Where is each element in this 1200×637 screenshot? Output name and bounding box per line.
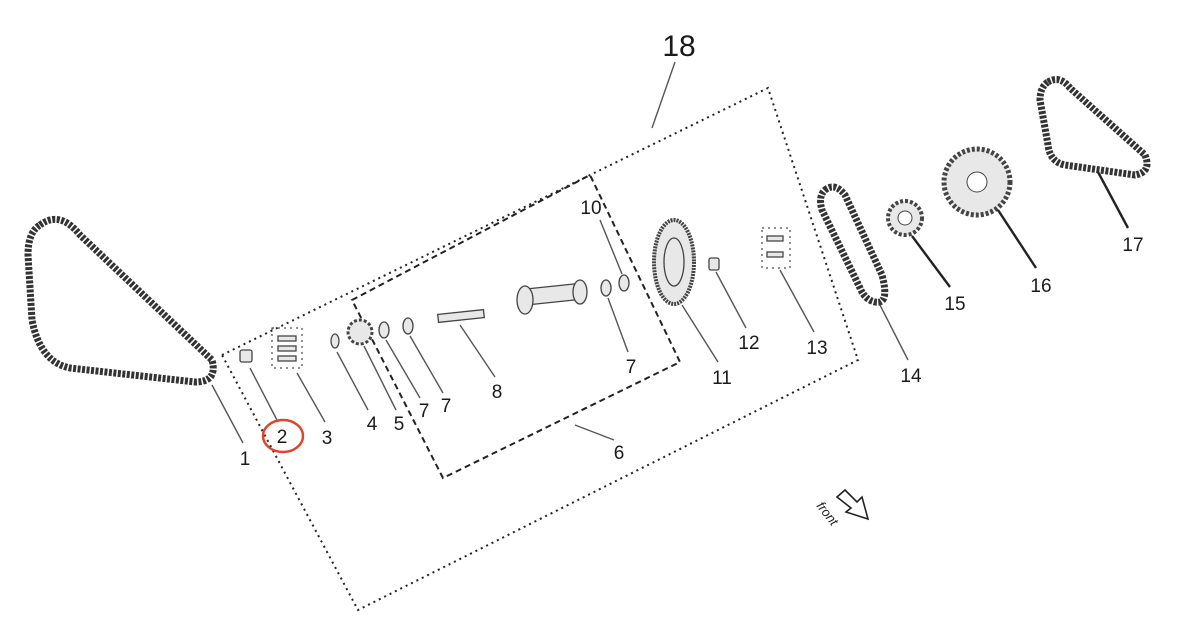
chain-part-17[interactable] <box>1036 76 1151 179</box>
part-label-7c: 7 <box>626 357 637 378</box>
bolt-kit-part-13[interactable] <box>761 227 791 269</box>
axle-part-8[interactable] <box>436 308 486 324</box>
part-label-3: 3 <box>322 428 333 449</box>
bearing-part-7a[interactable] <box>378 321 390 339</box>
bearing-part-4[interactable] <box>330 333 340 349</box>
bearing-part-7b[interactable] <box>402 317 414 335</box>
bearing-part-10[interactable] <box>618 274 630 292</box>
sprocket-part-5[interactable] <box>346 318 374 346</box>
assembly-label-18: 18 <box>662 30 695 63</box>
bearing-part-7c[interactable] <box>600 279 612 297</box>
front-direction-arrow-icon <box>835 488 870 521</box>
highlight-circle <box>261 418 305 454</box>
pulley-part-11[interactable] <box>652 218 696 306</box>
part-label-6: 6 <box>614 443 625 464</box>
assembly-18-boundary <box>220 86 860 612</box>
chain-part-1[interactable] <box>24 215 217 386</box>
part-label-10: 10 <box>580 198 601 219</box>
part-label-4: 4 <box>367 414 378 435</box>
part-label-1: 1 <box>240 449 251 470</box>
part-label-14: 14 <box>900 366 922 387</box>
part-label-11: 11 <box>712 368 732 389</box>
belt-part-14[interactable] <box>817 183 889 306</box>
part-label-16: 16 <box>1030 276 1051 297</box>
hub-part[interactable] <box>516 279 588 315</box>
part-label-8: 8 <box>492 382 503 403</box>
part-label-12: 12 <box>738 333 759 354</box>
sprocket-part-15[interactable] <box>886 199 924 237</box>
part-label-7b: 7 <box>441 396 452 417</box>
part-label-17: 17 <box>1122 235 1143 256</box>
spacer-part-12[interactable] <box>708 257 720 271</box>
part-label-13: 13 <box>806 338 827 359</box>
part-label-7a: 7 <box>419 401 430 422</box>
bolt-kit-part-3[interactable] <box>271 327 303 369</box>
spacer-part-2[interactable] <box>239 349 253 363</box>
part-label-5: 5 <box>394 414 405 435</box>
front-label: front <box>814 499 843 530</box>
part-label-15: 15 <box>944 294 965 315</box>
sprocket-part-16[interactable] <box>941 146 1013 218</box>
part-label-2: 2 <box>277 427 288 448</box>
